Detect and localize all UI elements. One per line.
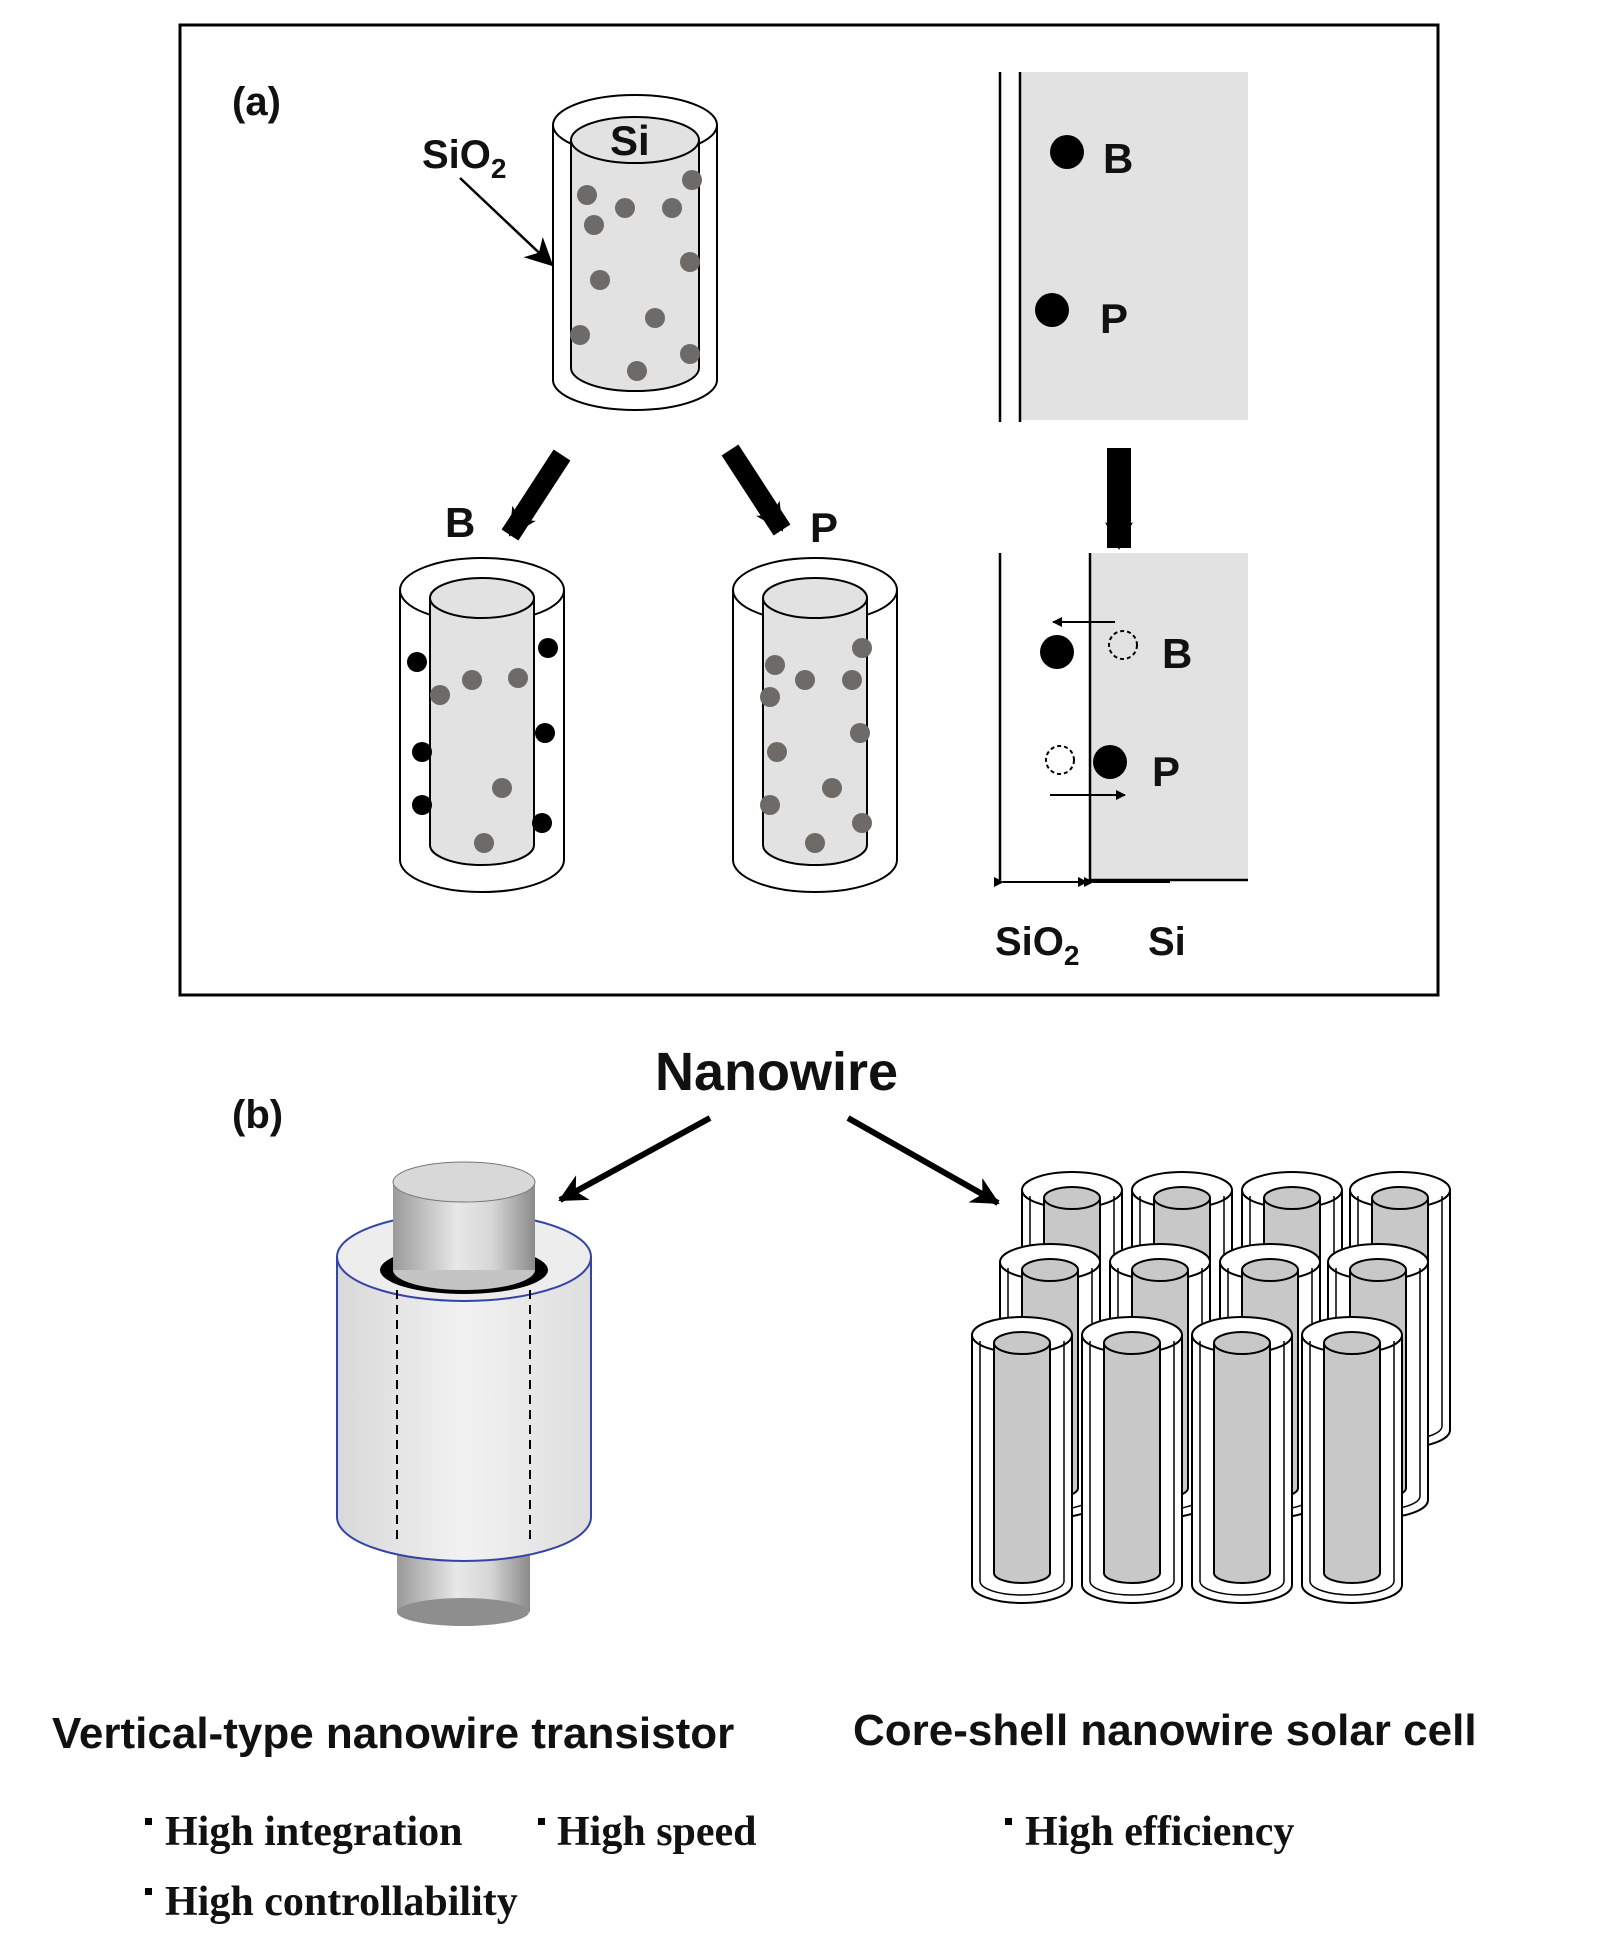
grey-dopants [570, 170, 702, 381]
panel-a-frame [178, 23, 1440, 997]
oxide-pointer-arrow [459, 177, 554, 267]
arrow-to-boron [501, 449, 571, 541]
bullet [145, 1888, 152, 1895]
core-shell-nanowire [1301, 1316, 1403, 1604]
feature-high-efficiency: High efficiency [1025, 1809, 1294, 1855]
core-shell-nanowire [1191, 1316, 1293, 1604]
interface-before [998, 72, 1248, 422]
interface-after [994, 553, 1248, 887]
panel-b-label: (b) [232, 1093, 283, 1137]
core-shell-nanowire [1081, 1316, 1183, 1604]
boron-branch-label: B [445, 499, 475, 546]
core-si-label: Si [610, 117, 650, 164]
solar-cell-caption: Core-shell nanowire solar cell [853, 1706, 1477, 1755]
arrow-to-transistor [558, 1115, 712, 1203]
feature-high-controllability: High controllability [165, 1879, 518, 1925]
black-dopants [407, 638, 558, 833]
feature-high-speed: High speed [557, 1809, 757, 1855]
bullet [538, 1818, 545, 1825]
phosphorus-branch-label: P [810, 504, 838, 551]
top-nanowire [552, 94, 718, 411]
bullet [145, 1818, 152, 1825]
boron-nanowire [399, 557, 565, 893]
after-phosphorus-label: P [1152, 748, 1180, 795]
oxide-label: SiO2 [422, 133, 506, 184]
bullet [1005, 1818, 1012, 1825]
interface-phosphorus-label: P [1100, 295, 1128, 342]
interface-boron-label: B [1103, 135, 1133, 182]
after-boron-label: B [1162, 630, 1192, 677]
panel-a-label: (a) [232, 80, 281, 124]
feature-high-integration: High integration [165, 1809, 463, 1855]
transistor-caption: Vertical-type nanowire transistor [52, 1709, 734, 1758]
bottom-oxide-label: SiO2 [995, 920, 1079, 971]
arrow-to-phosphorus [721, 444, 791, 536]
core-shell-array [971, 1171, 1451, 1604]
vertical-transistor [336, 1161, 592, 1626]
core-shell-nanowire [971, 1316, 1073, 1604]
bottom-si-label: Si [1148, 920, 1186, 964]
arrow-to-solar-cell [846, 1115, 1000, 1206]
phosphorus-nanowire [732, 557, 898, 893]
nanowire-title: Nanowire [655, 1042, 898, 1102]
